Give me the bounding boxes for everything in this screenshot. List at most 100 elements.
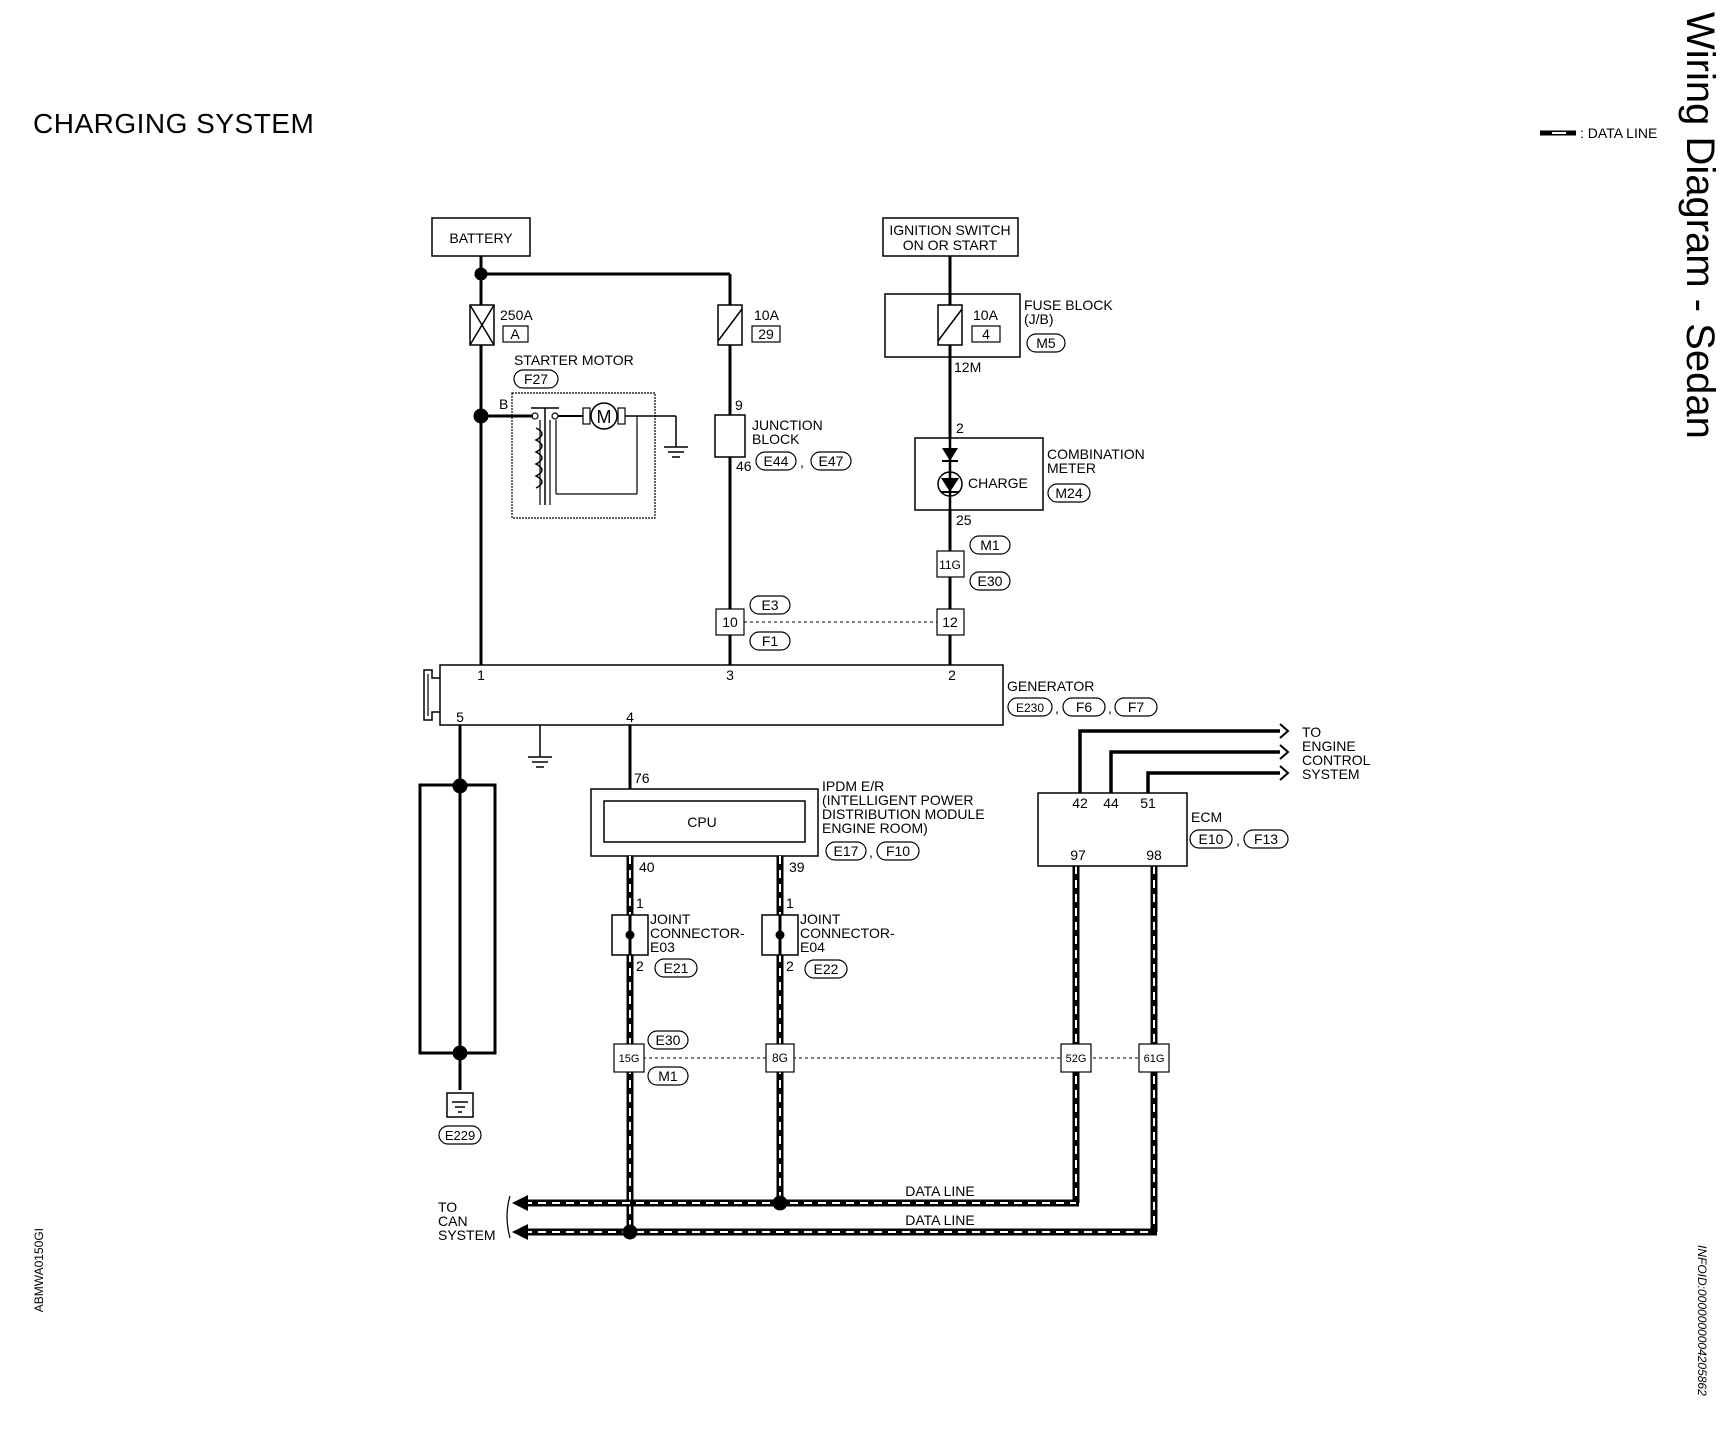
legend-label: : DATA LINE (1580, 125, 1657, 141)
svg-text:2: 2 (948, 667, 956, 683)
charge-lamp-icon (937, 471, 963, 497)
legend: : DATA LINE (1540, 125, 1657, 141)
battery-label: BATTERY (449, 230, 513, 246)
svg-text:39: 39 (789, 859, 805, 875)
svg-text:2: 2 (956, 420, 964, 436)
starter-label: STARTER MOTOR (514, 352, 634, 368)
svg-text:DATA LINE: DATA LINE (905, 1183, 975, 1199)
arrow-right-icon (1279, 765, 1290, 781)
arrow-right-icon (1279, 744, 1290, 760)
svg-text:5: 5 (456, 709, 464, 725)
svg-text:E30: E30 (978, 573, 1003, 589)
svg-text:E03: E03 (650, 939, 675, 955)
svg-text:F10: F10 (886, 843, 910, 859)
svg-text:F6: F6 (1076, 699, 1093, 715)
fuse-250a: 250A A (469, 304, 533, 346)
svg-text:,: , (1055, 700, 1059, 716)
svg-text:4: 4 (626, 709, 634, 725)
junction-block: 9 46 JUNCTION BLOCK E44 , E47 (714, 397, 852, 474)
connector-11g: 11G M1 E30 (936, 535, 1011, 591)
arrow-right-icon (1279, 723, 1290, 739)
svg-text:12: 12 (942, 614, 958, 630)
generator: 1 3 2 5 4 GENERATOR E230 , F6 , F7 (423, 664, 1158, 768)
diode-icon (942, 448, 958, 461)
svg-text:F13: F13 (1254, 831, 1278, 847)
svg-text:BLOCK: BLOCK (752, 431, 800, 447)
svg-text:25: 25 (956, 512, 972, 528)
svg-text:98: 98 (1146, 847, 1162, 863)
arrow-left-icon (512, 1195, 528, 1211)
svg-text:44: 44 (1103, 795, 1119, 811)
svg-text:SYSTEM: SYSTEM (1302, 766, 1360, 782)
joint-connector-e04: 1 2 JOINT CONNECTOR- E04 E22 (761, 895, 895, 979)
svg-text:JOINT: JOINT (800, 911, 841, 927)
fuse-block: 10A 4 FUSE BLOCK (J/B) M5 12M (884, 293, 1113, 375)
info-id: INFOID:0000000004205862 (1695, 1245, 1709, 1396)
svg-text:CAN: CAN (438, 1213, 468, 1229)
inline-connector-e30: 15G 8G 52G 61G E30 M1 (613, 1030, 1170, 1086)
svg-text:97: 97 (1070, 847, 1086, 863)
motor-symbol (590, 402, 618, 430)
svg-text:E22: E22 (814, 961, 839, 977)
svg-text:E230: E230 (1016, 701, 1044, 715)
svg-text:A: A (510, 326, 520, 342)
svg-text:,: , (1108, 700, 1112, 716)
svg-text:E21: E21 (664, 960, 689, 976)
svg-text:(J/B): (J/B) (1024, 311, 1054, 327)
svg-text:F1: F1 (762, 633, 779, 649)
svg-text:E04: E04 (800, 939, 825, 955)
svg-text:1: 1 (636, 895, 644, 911)
svg-text:3: 3 (726, 667, 734, 683)
svg-text:FUSE BLOCK: FUSE BLOCK (1024, 297, 1113, 313)
battery-box: BATTERY (431, 217, 531, 257)
to-can-system: TO CAN SYSTEM (438, 1195, 511, 1243)
ecm: 42 44 51 97 98 ECM E10 , F13 (1037, 792, 1289, 867)
svg-text:E30: E30 (656, 1032, 681, 1048)
svg-text:4: 4 (982, 326, 990, 342)
svg-text:12M: 12M (954, 359, 981, 375)
svg-text:JUNCTION: JUNCTION (752, 417, 823, 433)
svg-text:E3: E3 (761, 597, 778, 613)
svg-text:M1: M1 (980, 537, 1000, 553)
svg-text:E17: E17 (834, 843, 859, 859)
svg-text:1: 1 (786, 895, 794, 911)
svg-text:COMBINATION: COMBINATION (1047, 446, 1145, 462)
ecm-engine-wires: TO ENGINE CONTROL SYSTEM (1078, 723, 1371, 793)
svg-text:61G: 61G (1144, 1053, 1165, 1065)
svg-text:250A: 250A (500, 307, 533, 323)
svg-text:CONNECTOR-: CONNECTOR- (650, 925, 745, 941)
svg-text:10: 10 (722, 614, 738, 630)
pulley-icon (423, 669, 440, 721)
svg-text:10A: 10A (973, 307, 999, 323)
svg-text:15G: 15G (619, 1053, 640, 1065)
svg-text:E10: E10 (1199, 831, 1224, 847)
svg-text:M: M (597, 407, 612, 427)
combination-meter: 2 CHARGE COMBINATION METER M24 25 (914, 420, 1145, 528)
svg-text:GENERATOR: GENERATOR (1007, 678, 1094, 694)
svg-text:IPDM E/R: IPDM E/R (822, 778, 884, 794)
svg-text:2: 2 (636, 958, 644, 974)
svg-text:ECM: ECM (1191, 809, 1222, 825)
svg-text:CONNECTOR-: CONNECTOR- (800, 925, 895, 941)
svg-text:METER: METER (1047, 460, 1096, 476)
svg-text:M1: M1 (658, 1068, 678, 1084)
svg-text:9: 9 (735, 397, 743, 413)
connector-e3: 10 12 E3 F1 (715, 595, 965, 651)
svg-text:52G: 52G (1066, 1053, 1087, 1065)
svg-text:M5: M5 (1036, 335, 1056, 351)
svg-text:TO: TO (438, 1199, 457, 1215)
svg-text:2: 2 (786, 958, 794, 974)
side-title: Wiring Diagram - Sedan (1678, 12, 1722, 439)
svg-text:IGNITION SWITCH: IGNITION SWITCH (889, 222, 1010, 238)
svg-text:51: 51 (1140, 795, 1156, 811)
svg-text:F7: F7 (1128, 699, 1145, 715)
svg-text:E229: E229 (445, 1128, 475, 1143)
svg-text:29: 29 (758, 326, 774, 342)
svg-text:ENGINE: ENGINE (1302, 738, 1356, 754)
arrow-left-icon (512, 1224, 528, 1240)
svg-text:1: 1 (477, 667, 485, 683)
svg-text:(INTELLIGENT POWER: (INTELLIGENT POWER (822, 792, 973, 808)
svg-text:TO: TO (1302, 724, 1321, 740)
svg-text:,: , (1236, 832, 1240, 848)
